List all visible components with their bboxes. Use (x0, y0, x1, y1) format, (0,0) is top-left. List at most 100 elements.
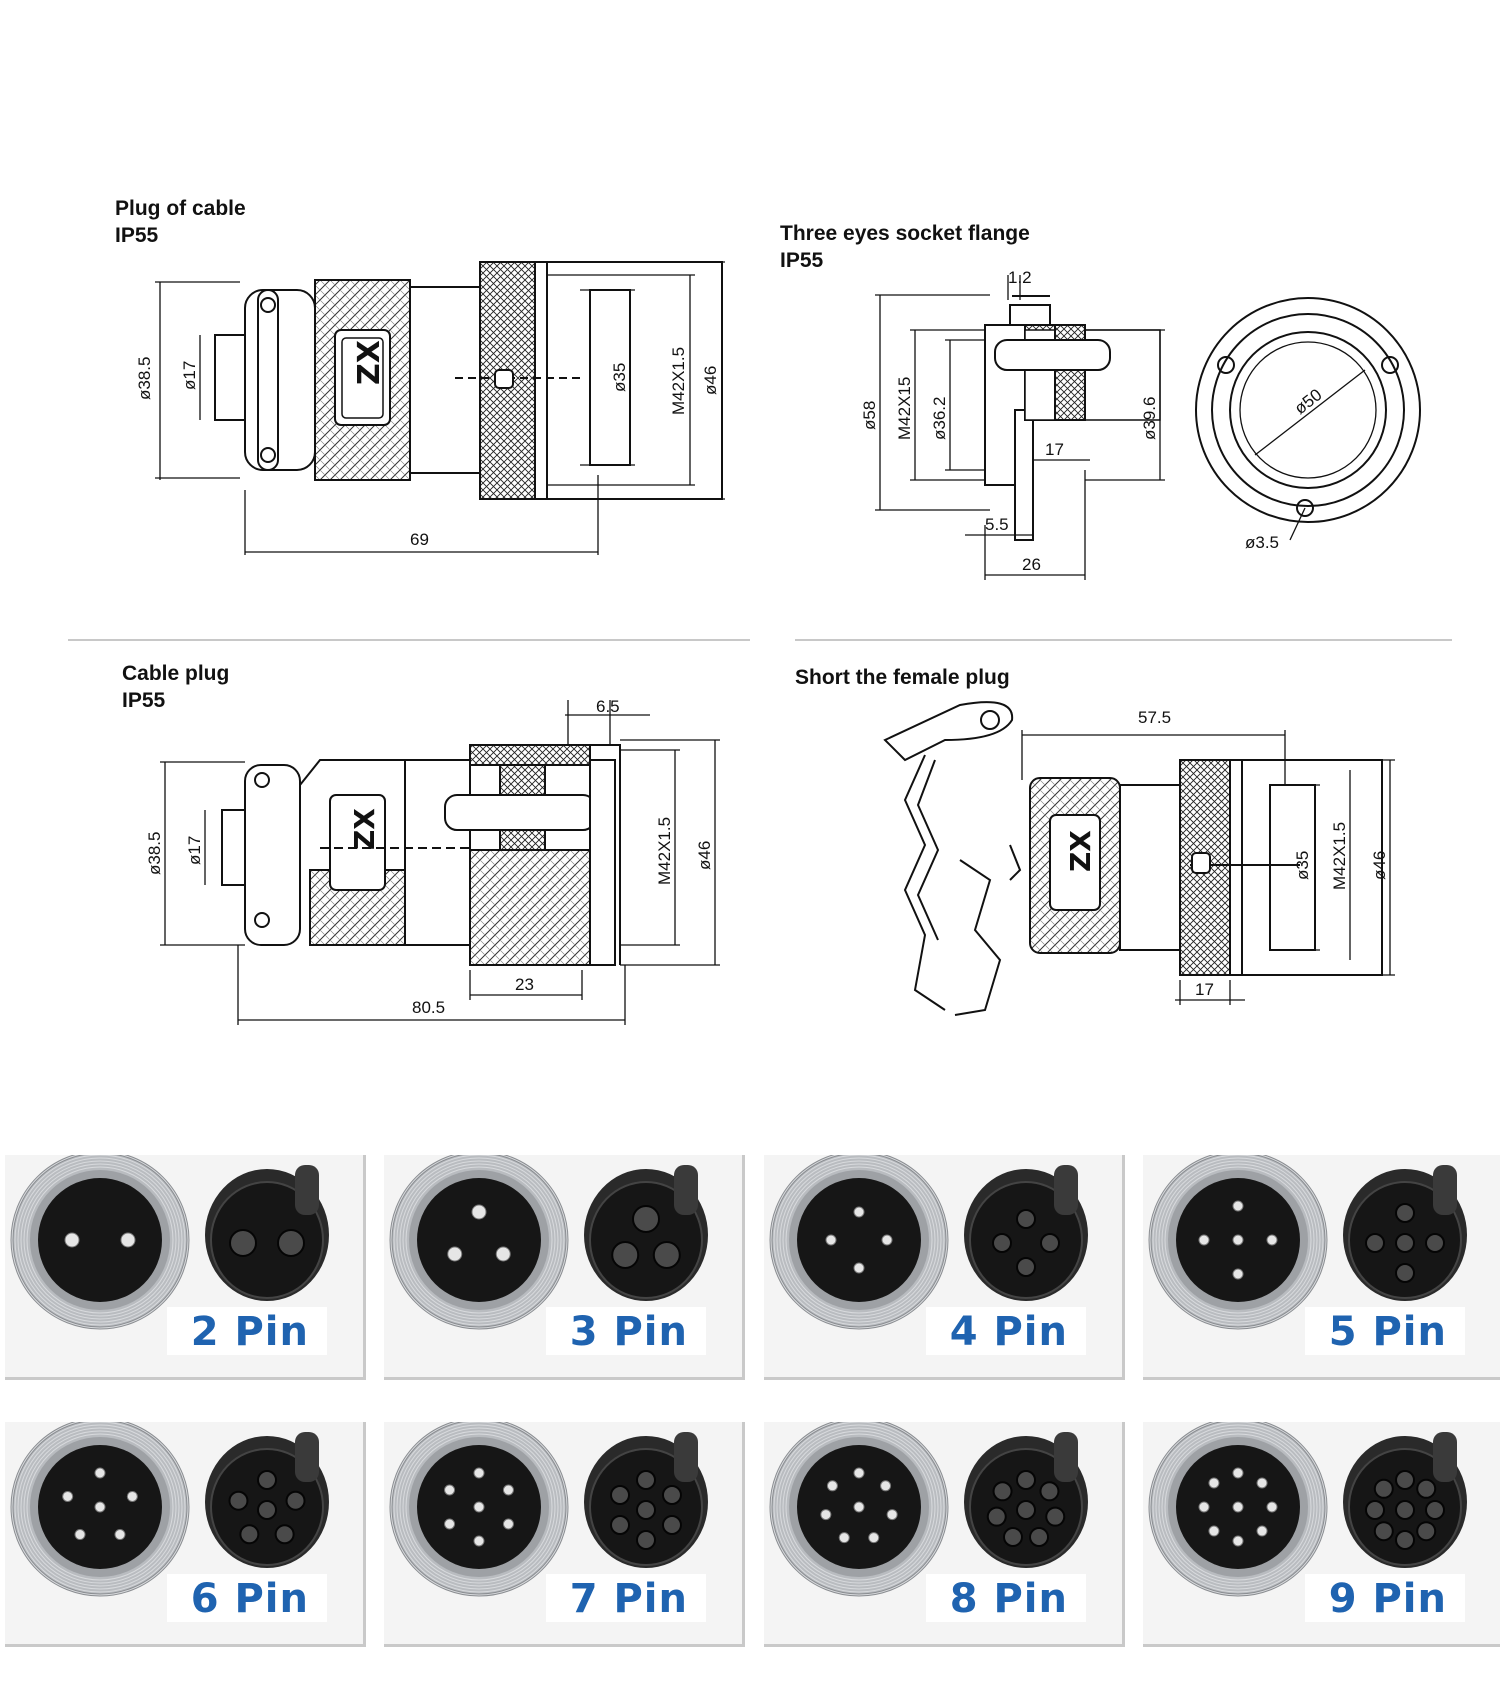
pin-card: 2 Pin (5, 1155, 366, 1380)
flange-dim-55: 5.5 (985, 515, 1009, 534)
male-pin (473, 1501, 485, 1513)
male-pin (94, 1501, 106, 1513)
thread-ring (782, 1163, 936, 1317)
female-plug-dim-17: 17 (1195, 980, 1214, 999)
thread-ring (1155, 1157, 1321, 1323)
thread-ring (1164, 1166, 1312, 1314)
pin-card: 9 Pin (1143, 1422, 1500, 1647)
pin-card: 6 Pin (5, 1422, 366, 1647)
female-key (1054, 1165, 1078, 1215)
pin-label: 3 Pin (545, 1307, 706, 1355)
flange-rating: IP55 (780, 249, 824, 272)
male-pin (1232, 1268, 1244, 1280)
male-pin (1232, 1467, 1244, 1479)
male-pin (1232, 1234, 1244, 1246)
male-pin (825, 1234, 837, 1246)
male-pin (1208, 1477, 1220, 1489)
male-pin (126, 1490, 138, 1502)
male-pin (64, 1232, 80, 1248)
female-socket-hole (632, 1205, 660, 1233)
drawing-three-eyes-socket-flange: Three eyes socket flange IP55 1.2 ø58 M4… (780, 222, 1421, 580)
thread-ring (405, 1166, 553, 1314)
drawing-plug-of-cable: Plug of cable IP55 ZX (115, 197, 725, 555)
male-pin (1232, 1535, 1244, 1547)
pin-card: 4 Pin (764, 1155, 1125, 1380)
cable-plug-dim-805: 80.5 (412, 998, 445, 1017)
flange-dim-d35: ø3.5 (1245, 533, 1279, 552)
male-pin (820, 1509, 832, 1521)
male-pin (1256, 1525, 1268, 1537)
thread-ring (26, 1433, 174, 1581)
male-pin (881, 1234, 893, 1246)
thread-ring (399, 1160, 559, 1320)
male-pin (114, 1529, 126, 1541)
pin-card: 8 Pin (764, 1422, 1125, 1647)
thread-ring (785, 1433, 933, 1581)
thread-ring (1161, 1430, 1315, 1584)
thread-ring (390, 1155, 568, 1329)
male-pin (502, 1484, 514, 1496)
thread-ring (1158, 1160, 1318, 1320)
cable-plug-title: Cable plug (122, 662, 229, 685)
male-pin (471, 1204, 487, 1220)
thread-ring (396, 1424, 562, 1590)
cable-plug-rating: IP55 (122, 689, 166, 712)
male-pin (62, 1490, 74, 1502)
drawing-short-female-plug: Short the female plug ZX 57.5 (795, 666, 1395, 1016)
female-socket-hole (274, 1524, 295, 1545)
female-socket-hole (1416, 1521, 1437, 1542)
thread-ring (393, 1155, 565, 1326)
drawing-cable-plug: Cable plug IP55 ZX (122, 662, 720, 1025)
female-socket-hole (636, 1470, 656, 1490)
female-socket-hole (1040, 1233, 1060, 1253)
cable-plug-dim-d46: ø46 (695, 841, 714, 870)
female-socket-hole (652, 1241, 681, 1269)
thread-ring (779, 1427, 939, 1587)
thread-ring (402, 1430, 556, 1584)
male-pin (1232, 1501, 1244, 1513)
thread-ring (399, 1427, 559, 1587)
male-pin (120, 1232, 136, 1248)
cable-plug-dim-d17: ø17 (185, 836, 204, 865)
male-pin (853, 1262, 865, 1274)
male-pin (74, 1529, 86, 1541)
plug-of-cable-title: Plug of cable (115, 197, 246, 220)
female-socket-hole (611, 1241, 640, 1269)
female-socket-hole (1016, 1500, 1036, 1520)
male-pin (886, 1509, 898, 1521)
male-pin (826, 1480, 838, 1492)
female-key (295, 1432, 319, 1482)
female-socket-hole (1016, 1470, 1036, 1490)
thread-ring (14, 1155, 186, 1326)
pin-label: 2 Pin (166, 1307, 327, 1355)
female-socket-hole (1395, 1530, 1415, 1550)
thread-ring (773, 1422, 945, 1593)
female-socket-hole (661, 1485, 682, 1505)
female-socket-hole (1395, 1500, 1415, 1520)
female-socket-hole (257, 1470, 277, 1490)
female-face (969, 1181, 1083, 1299)
female-socket-hole (636, 1500, 656, 1520)
thread-ring (393, 1422, 565, 1593)
female-socket-hole (1425, 1500, 1445, 1520)
female-socket-hole (277, 1229, 305, 1257)
female-socket-hole (1395, 1203, 1415, 1223)
female-socket-hole (1373, 1521, 1394, 1542)
thread-ring (17, 1424, 183, 1590)
thread-ring (1164, 1433, 1312, 1581)
female-socket-hole (992, 1481, 1013, 1502)
pin-card: 3 Pin (384, 1155, 745, 1380)
male-pin (1266, 1501, 1278, 1513)
cable-plug-dim-thread: M42X1.5 (655, 817, 674, 885)
male-pin (853, 1206, 865, 1218)
female-socket-hole (1425, 1233, 1445, 1253)
female-key (295, 1165, 319, 1215)
pin-label: 7 Pin (545, 1574, 706, 1622)
dim-thread: M42X1.5 (669, 347, 688, 415)
female-socket-hole (610, 1515, 631, 1535)
flange-dim-d58: ø58 (860, 401, 879, 430)
male-pin (1232, 1200, 1244, 1212)
thread-ring (17, 1157, 183, 1323)
thread-ring (773, 1155, 945, 1326)
cable-plug-dim-23: 23 (515, 975, 534, 994)
